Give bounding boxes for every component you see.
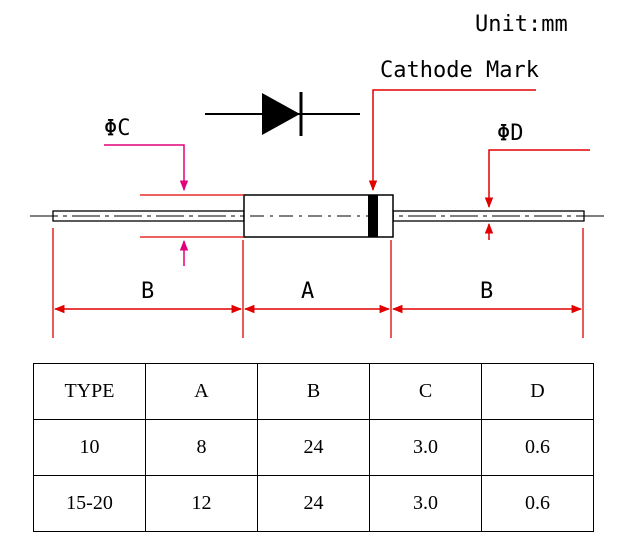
header-b: B — [257, 363, 370, 420]
table-cell: 10 — [33, 419, 146, 476]
dim-b-left-label: B — [141, 279, 154, 304]
dim-a-label: A — [301, 279, 314, 304]
dim-d-leader — [484, 149, 590, 209]
table-header-row: TYPE A B C D — [33, 363, 594, 420]
diode-symbol-icon — [205, 92, 360, 136]
table-cell: 3.0 — [369, 475, 482, 532]
cathode-mark-label: Cathode Mark — [380, 58, 539, 83]
dim-b-right-label: B — [480, 279, 493, 304]
cathode-leader-line — [368, 89, 536, 192]
table-cell: 24 — [257, 475, 370, 532]
table-cell: 15-20 — [33, 475, 146, 532]
header-a: A — [145, 363, 258, 420]
dimension-table: TYPE A B C D 10 8 24 3.0 0.6 15-20 12 24… — [33, 363, 594, 532]
dim-c-leader — [104, 144, 189, 192]
cathode-band — [368, 195, 378, 237]
table-cell: 8 — [145, 419, 258, 476]
unit-label: Unit:mm — [475, 12, 568, 37]
table-row: 10 8 24 3.0 0.6 — [33, 419, 594, 476]
header-c: C — [369, 363, 482, 420]
table-cell: 3.0 — [369, 419, 482, 476]
table-cell: 0.6 — [481, 475, 594, 532]
header-type: TYPE — [33, 363, 146, 420]
dim-c-label: ΦC — [104, 116, 131, 141]
table-cell: 12 — [145, 475, 258, 532]
table-cell: 0.6 — [481, 419, 594, 476]
dim-d-label: ΦD — [497, 121, 524, 146]
header-d: D — [481, 363, 594, 420]
table-cell: 24 — [257, 419, 370, 476]
table-row: 15-20 12 24 3.0 0.6 — [33, 475, 594, 532]
extension-lines — [52, 228, 584, 338]
